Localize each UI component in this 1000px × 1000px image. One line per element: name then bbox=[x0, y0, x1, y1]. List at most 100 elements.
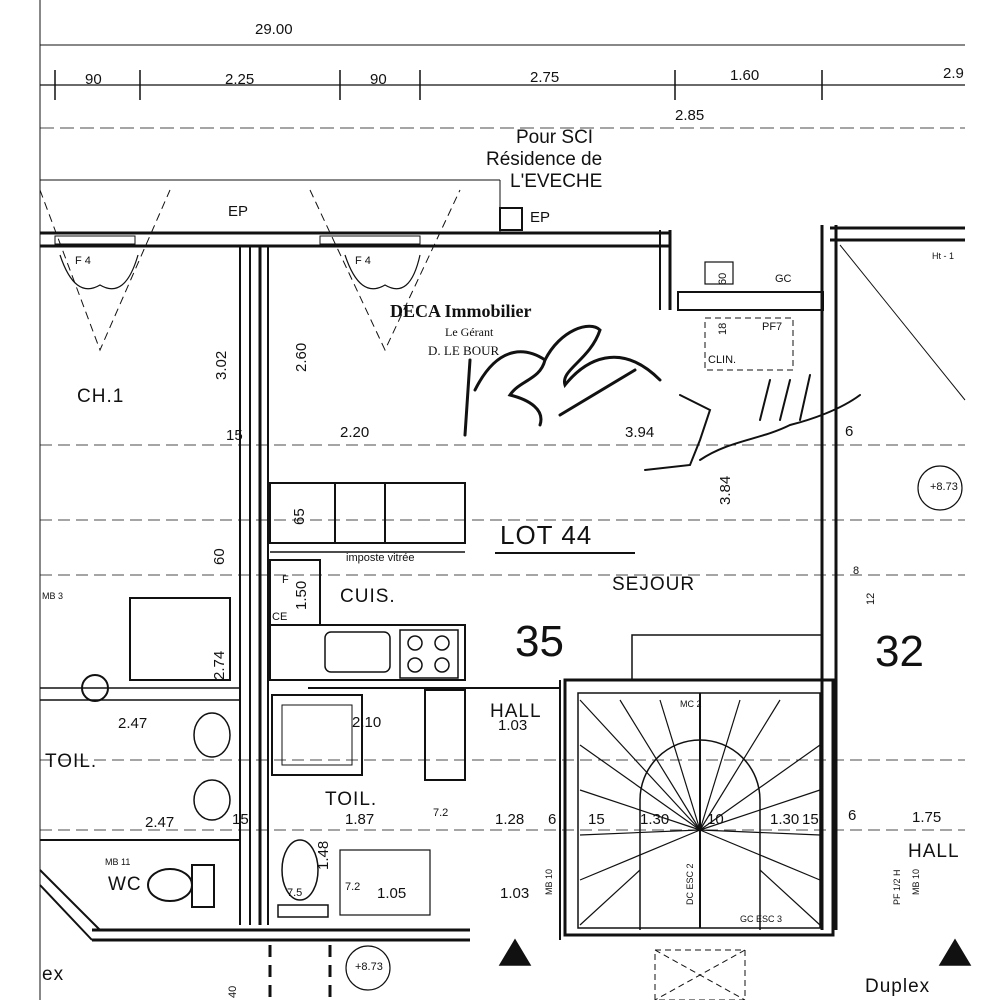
dim-label: 3.84 bbox=[717, 475, 734, 505]
f-label: F bbox=[282, 574, 289, 586]
ep-box bbox=[499, 207, 523, 231]
stamp-company: DECA Immobilier bbox=[390, 301, 532, 321]
dim-label: 2.10 bbox=[352, 714, 382, 731]
dim-label: 2.85 bbox=[675, 107, 705, 124]
ep-label: EP bbox=[530, 209, 551, 226]
room-hall: HALL bbox=[490, 701, 542, 722]
lot-title: LOT 44 bbox=[500, 520, 593, 550]
client-note-line1: Pour SCI bbox=[516, 127, 594, 148]
level-marker bbox=[917, 465, 963, 511]
dim-label: 2.74 bbox=[211, 650, 228, 680]
ce-label: CE bbox=[272, 611, 288, 623]
dim-label: 12 bbox=[865, 592, 877, 605]
room-toil-left: TOIL. bbox=[45, 751, 98, 772]
angled-wall bbox=[39, 884, 93, 941]
dim-label: 1.48 bbox=[315, 840, 332, 870]
window-label: F 4 bbox=[355, 255, 371, 267]
dim-label: 1.03 bbox=[500, 885, 530, 902]
shower-tray bbox=[281, 704, 353, 766]
dim-label: 2.47 bbox=[145, 814, 175, 831]
sink bbox=[324, 631, 391, 673]
hob bbox=[399, 629, 459, 679]
level-marker bbox=[345, 945, 391, 991]
room-ch1: CH.1 bbox=[77, 386, 125, 407]
stamp-name: D. LE BOUR bbox=[428, 343, 500, 358]
level-label: +8.73 bbox=[930, 481, 958, 493]
mc-label: MC 2 bbox=[680, 699, 702, 709]
dim-label: 15 bbox=[226, 427, 243, 444]
mb-label: MB 10 bbox=[911, 868, 921, 895]
sink-oval bbox=[193, 779, 231, 821]
bed-table bbox=[129, 597, 231, 681]
dim-label: 10 bbox=[707, 811, 724, 828]
dim-label: 18 bbox=[717, 322, 729, 335]
dim-label: 6 bbox=[848, 807, 857, 824]
dim-label: 7.2 bbox=[345, 881, 361, 893]
swing bbox=[309, 189, 461, 352]
room-cuis: CUIS. bbox=[340, 586, 396, 607]
dim-label: 2.20 bbox=[340, 424, 370, 441]
angled-wall bbox=[39, 869, 101, 931]
dim-label: 1.75 bbox=[912, 809, 942, 826]
dim-label: 8 bbox=[853, 565, 860, 577]
swing bbox=[39, 189, 171, 352]
dim-label: 2.9 bbox=[943, 65, 964, 82]
dim-label: 6 bbox=[548, 811, 557, 828]
dim-label: 2.60 bbox=[293, 342, 310, 372]
clin-box bbox=[704, 317, 794, 371]
room-hall-right: HALL bbox=[908, 841, 960, 862]
duplex-left-label: ex bbox=[42, 964, 65, 985]
dim-label: 3.02 bbox=[213, 350, 230, 380]
dim-label: 1.60 bbox=[730, 67, 760, 84]
imposte-label: imposte vitrée bbox=[346, 552, 415, 564]
mb-label: MB 10 bbox=[544, 868, 554, 895]
dim-label: 60 bbox=[211, 548, 228, 565]
arrow-marker bbox=[498, 938, 532, 966]
esc-label: DC ESC 2 bbox=[685, 863, 695, 905]
dim-total: 29.00 bbox=[255, 21, 293, 38]
dim-label: 1.05 bbox=[377, 885, 407, 902]
wc-bowl bbox=[147, 868, 193, 902]
level-label: +8.73 bbox=[355, 961, 383, 973]
room-toil-mid: TOIL. bbox=[325, 789, 378, 810]
dim-label: 3.94 bbox=[625, 424, 655, 441]
dim-label: 6 bbox=[845, 423, 854, 440]
pf-label: PF 1/2 H bbox=[892, 869, 902, 905]
basin bbox=[424, 689, 466, 781]
neighbor-lot-number: 32 bbox=[875, 627, 924, 676]
dim-label: 1.03 bbox=[498, 717, 528, 734]
dim-label: 15 bbox=[232, 811, 249, 828]
counter bbox=[269, 624, 466, 681]
client-note-line2: Résidence de bbox=[486, 149, 603, 170]
clin-label: CLIN. bbox=[708, 354, 737, 366]
dim-label: 1.87 bbox=[345, 811, 375, 828]
dim-label: 7.5 bbox=[287, 887, 303, 899]
dim-label: 15 bbox=[802, 811, 819, 828]
dim-label: 1.28 bbox=[495, 811, 525, 828]
closet-top bbox=[677, 291, 824, 311]
mb-label: MB 11 bbox=[105, 857, 131, 867]
ht-label: Ht - 1 bbox=[932, 251, 955, 261]
box-60 bbox=[704, 261, 734, 285]
lot-number: 35 bbox=[515, 617, 564, 666]
signature bbox=[463, 324, 662, 437]
arrow-marker bbox=[938, 938, 972, 966]
shower bbox=[271, 694, 363, 776]
ep-label: EP bbox=[228, 203, 249, 220]
stamp-role: Le Gérant bbox=[445, 325, 494, 339]
duplex-label: Duplex bbox=[865, 976, 931, 997]
gc-esc-label: GC ESC 3 bbox=[740, 914, 783, 924]
dim-label: 2.75 bbox=[530, 69, 560, 86]
dim-label: 60 bbox=[717, 272, 729, 285]
dim-label: 2.47 bbox=[118, 715, 148, 732]
door-arc bbox=[59, 254, 139, 290]
sink-oval bbox=[193, 712, 231, 758]
door-arc bbox=[344, 254, 421, 290]
dim-label: 2.25 bbox=[225, 71, 255, 88]
stair-landing bbox=[631, 634, 823, 681]
room-wc: WC bbox=[108, 874, 142, 895]
dashed-box bbox=[654, 949, 746, 1000]
tub bbox=[339, 849, 431, 916]
dim-label: 15 bbox=[588, 811, 605, 828]
